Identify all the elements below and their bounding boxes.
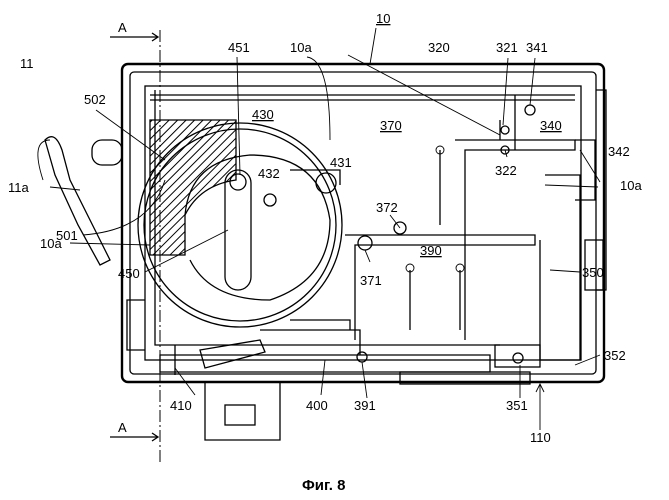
label-371: 371 xyxy=(360,273,382,288)
label-502: 502 xyxy=(84,92,106,107)
label-370: 370 xyxy=(380,118,402,133)
label-432: 432 xyxy=(258,166,280,181)
label-11: 11 xyxy=(20,56,34,71)
label-10: 10 xyxy=(376,11,390,26)
label-450: 450 xyxy=(118,266,140,281)
label-400: 400 xyxy=(306,398,328,413)
label-451: 451 xyxy=(228,40,250,55)
housing-10 xyxy=(122,64,606,382)
reference-labels: 10 10a 451 11 502 11a 430 431 432 370 32… xyxy=(8,11,642,445)
section-mark-bottom: A xyxy=(118,420,127,435)
label-10a-top: 10a xyxy=(290,40,312,55)
label-391: 391 xyxy=(354,398,376,413)
label-431: 431 xyxy=(330,155,352,170)
label-110: 110 xyxy=(530,430,551,445)
label-350: 350 xyxy=(582,265,604,280)
figure-caption: Фиг. 8 xyxy=(302,477,345,494)
label-10a-left: 10a xyxy=(40,236,62,251)
bracket xyxy=(205,382,280,440)
label-352: 352 xyxy=(604,348,626,363)
label-372: 372 xyxy=(376,200,398,215)
label-321: 321 xyxy=(496,40,518,55)
label-10a-right: 10a xyxy=(620,178,642,193)
label-322: 322 xyxy=(495,163,517,178)
label-340: 340 xyxy=(540,118,562,133)
disc-430 xyxy=(138,120,342,327)
label-430: 430 xyxy=(252,107,274,122)
label-410: 410 xyxy=(170,398,192,413)
label-11a: 11a xyxy=(8,180,29,195)
label-390: 390 xyxy=(420,243,442,258)
label-320: 320 xyxy=(428,40,450,55)
label-342: 342 xyxy=(608,144,630,159)
section-mark-top: A xyxy=(118,20,127,35)
label-341: 341 xyxy=(526,40,548,55)
label-351: 351 xyxy=(506,398,528,413)
